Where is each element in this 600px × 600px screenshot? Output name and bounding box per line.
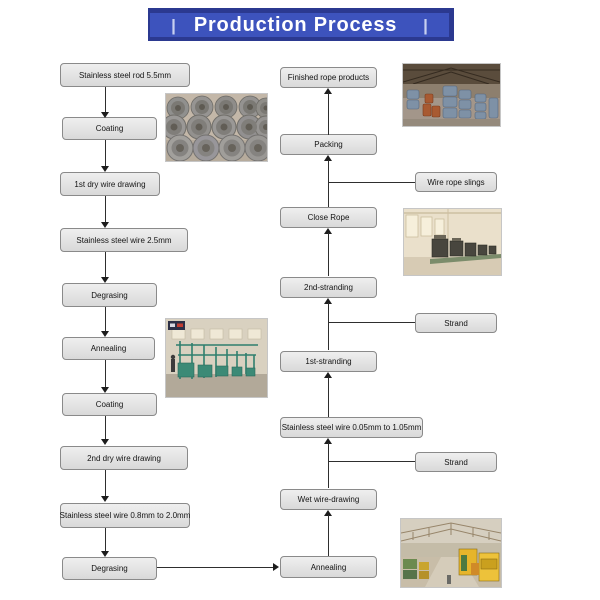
arrow-down [101,166,109,172]
node-stainless-steel-rod-5-5mm: Stainless steel rod 5.5mm [60,63,190,87]
arrow-down [101,551,109,557]
flow-line [105,416,106,440]
arrow-up [324,228,332,234]
arrow-down [101,277,109,283]
node-1st-stranding: 1st-stranding [280,351,377,372]
arrow-up [324,372,332,378]
node-1st-dry-wire-drawing: 1st dry wire drawing [60,172,160,196]
node-wire-rope-slings: Wire rope slings [415,172,497,192]
node-annealing-left: Annealing [62,337,155,360]
flow-line [105,360,106,388]
banner-separator-left: | [171,15,176,35]
photo-wire-rod-coils [165,93,268,162]
branch-line-strand-2 [329,461,415,462]
photo-wire-drawing-workshop [400,518,502,588]
arrow-down [101,496,109,502]
node-stainless-steel-wire-0-05-1-05mm: Stainless steel wire 0.05mm to 1.05mm [280,417,423,438]
node-coating-2: Coating [62,393,157,416]
flow-line [105,528,106,552]
arrow-up [324,155,332,161]
flow-line [328,443,329,488]
arrow-down [101,439,109,445]
node-stainless-steel-wire-2-5mm: Stainless steel wire 2.5mm [60,228,188,252]
flow-line [328,233,329,276]
flow-line [105,470,106,497]
flow-line [328,303,329,350]
node-degrasing-2: Degrasing [62,557,157,580]
flow-line [105,307,106,332]
arrow-down [101,222,109,228]
banner-separator-right: | [423,15,428,35]
flow-line [328,93,329,135]
photo-annealing-line [165,318,268,398]
node-wet-wire-drawing: Wet wire-drawing [280,489,377,510]
node-annealing-right: Annealing [280,556,377,578]
node-strand-1: Strand [415,313,497,333]
flow-line [105,87,106,113]
flow-line [105,140,106,167]
flow-line [328,160,329,207]
arrow-up [324,438,332,444]
title-banner: | Production Process | [148,8,454,41]
arrow-down [101,112,109,118]
node-close-rope: Close Rope [280,207,377,228]
branch-line-wire-rope-slings [329,182,415,183]
arrow-right [273,563,279,571]
flow-line [105,196,106,223]
photo-finished-products-warehouse [402,63,501,127]
node-degrasing-1: Degrasing [62,283,157,307]
node-2nd-stranding: 2nd-stranding [280,277,377,298]
flow-line [105,252,106,278]
arrow-up [324,298,332,304]
node-packing: Packing [280,134,377,155]
node-stainless-steel-wire-0-8-2-0mm: Stainless steel wire 0.8mm to 2.0mm [60,503,190,528]
arrow-down [101,331,109,337]
node-2nd-dry-wire-drawing: 2nd dry wire drawing [60,446,188,470]
flow-line [328,515,329,556]
branch-line-strand-1 [329,322,415,323]
flow-line [328,377,329,417]
page-title: Production Process [193,13,398,36]
node-finished-rope-products: Finished rope products [280,67,377,88]
photo-stranding-machines [403,208,502,276]
arrow-up [324,510,332,516]
node-coating-1: Coating [62,117,157,140]
arrow-up [324,88,332,94]
flow-line-cross-link [157,567,273,568]
node-strand-2: Strand [415,452,497,472]
arrow-down [101,387,109,393]
